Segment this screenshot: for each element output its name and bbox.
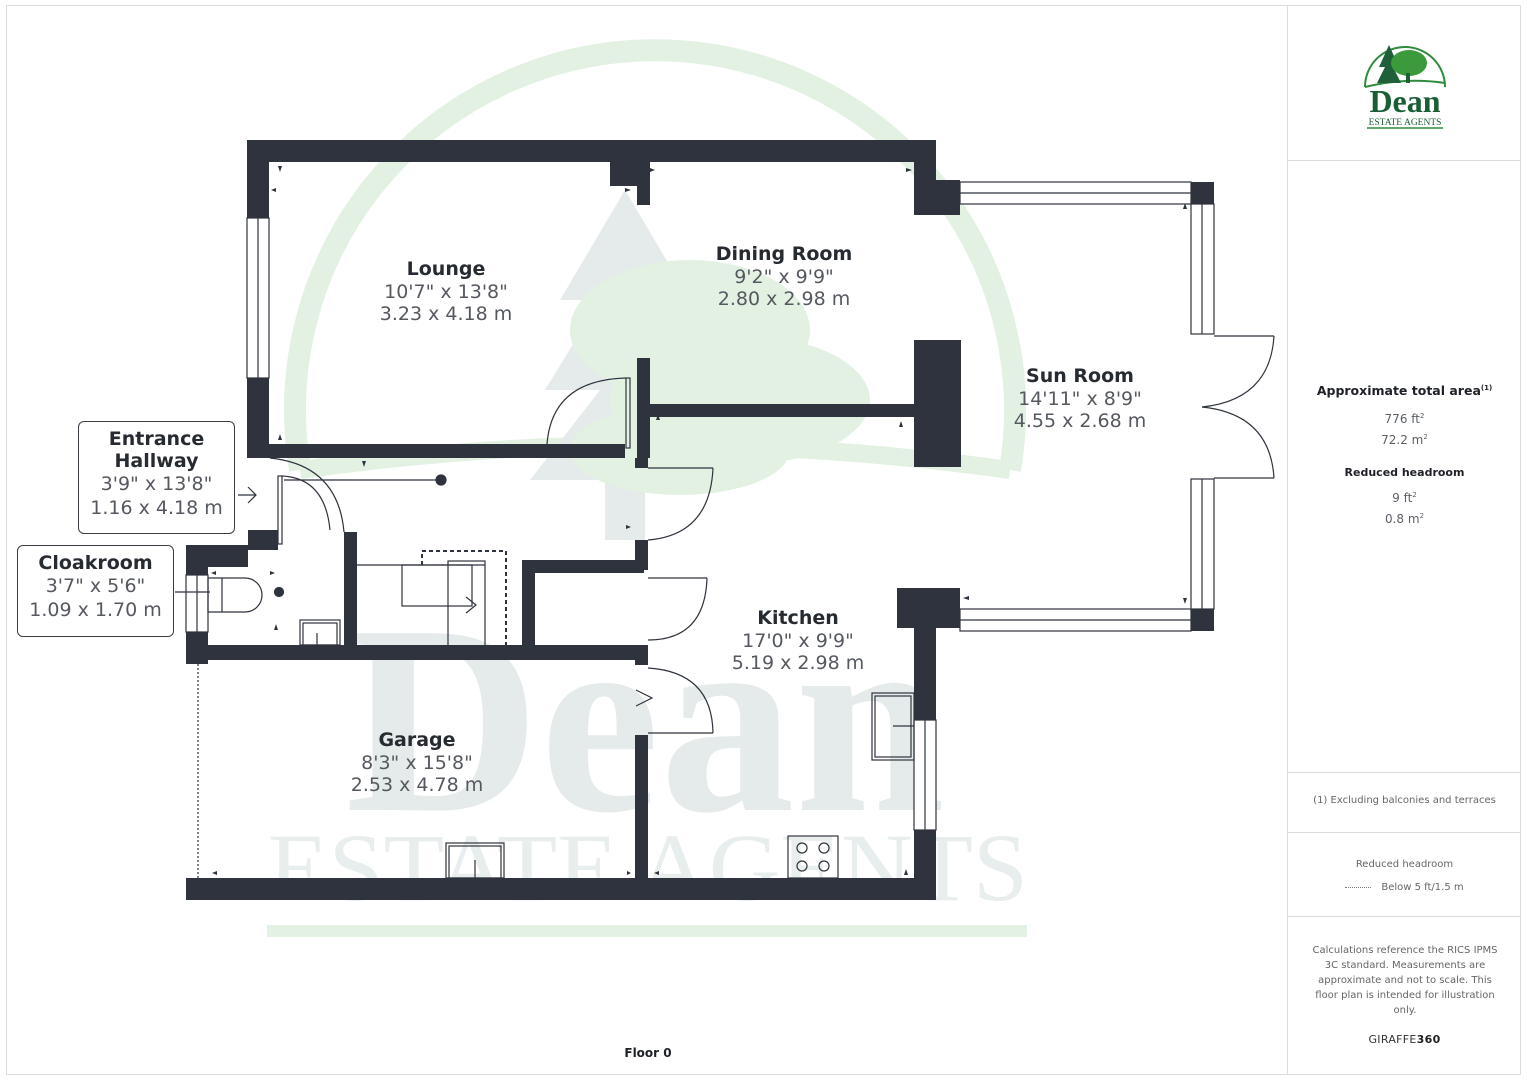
room-kitchen: Kitchen 17'0" x 9'9" 5.19 x 2.98 m xyxy=(698,607,898,674)
giraffe360-brand: GIRAFFE360 xyxy=(1368,1033,1441,1046)
reduced-headroom-ft: 9 ft2 xyxy=(1392,491,1417,505)
walls xyxy=(186,140,1214,900)
svg-text:Dean: Dean xyxy=(1369,83,1440,119)
room-dim-imperial: 8'3" x 15'8" xyxy=(361,752,473,774)
area-section: Approximate total area(1) 776 ft2 72.2 m… xyxy=(1288,161,1521,773)
room-dim-metric: 1.09 x 1.70 m xyxy=(29,599,162,621)
room-name-line1: Entrance xyxy=(108,428,205,450)
room-dim-metric: 1.16 x 4.18 m xyxy=(90,497,223,519)
page-frame xyxy=(6,5,1521,1075)
room-dim-imperial: 17'0" x 9'9" xyxy=(742,630,854,652)
total-area-title: Approximate total area(1) xyxy=(1316,383,1493,398)
room-name: Lounge xyxy=(406,258,486,280)
callout-cloakroom: Cloakroom 3'7" x 5'6" 1.09 x 1.70 m xyxy=(17,545,174,637)
room-dim-imperial: 3'7" x 5'6" xyxy=(45,575,146,597)
logo-section: Dean ESTATE AGENTS xyxy=(1288,5,1521,161)
room-dim-metric: 2.80 x 2.98 m xyxy=(717,288,851,310)
dotted-line-icon xyxy=(1345,887,1372,888)
room-dim-metric: 5.19 x 2.98 m xyxy=(731,652,865,674)
info-sidebar: Dean ESTATE AGENTS Approximate total are… xyxy=(1287,5,1521,1075)
room-dim-imperial: 9'2" x 9'9" xyxy=(734,266,834,288)
legend-section: Reduced headroom Below 5 ft/1.5 m xyxy=(1288,833,1521,917)
room-name: Sun Room xyxy=(1026,365,1134,387)
room-name: Cloakroom xyxy=(38,552,153,574)
room-dim-imperial: 10'7" x 13'8" xyxy=(384,281,508,303)
total-area-ft: 776 ft2 xyxy=(1384,412,1425,426)
footnote-section: (1) Excluding balconies and terraces xyxy=(1288,773,1521,833)
legend-item: Below 5 ft/1.5 m xyxy=(1288,882,1521,893)
room-dim-metric: 4.55 x 2.68 m xyxy=(1013,410,1147,432)
measurement-markers xyxy=(211,166,1187,875)
floor-label: Floor 0 xyxy=(624,1046,672,1060)
room-dim-metric: 3.23 x 4.18 m xyxy=(379,303,513,325)
fixtures xyxy=(175,474,915,879)
legend-title: Reduced headroom xyxy=(1355,859,1454,870)
doors xyxy=(238,335,1275,734)
room-dining: Dining Room 9'2" x 9'9" 2.80 x 2.98 m xyxy=(684,243,884,310)
footnote-text: (1) Excluding balconies and terraces xyxy=(1313,795,1496,806)
dean-logo-icon: Dean ESTATE AGENTS xyxy=(1364,45,1446,129)
room-dim-imperial: 14'11" x 8'9" xyxy=(1018,388,1142,410)
room-name: Garage xyxy=(378,729,456,751)
room-lounge: Lounge 10'7" x 13'8" 3.23 x 4.18 m xyxy=(346,258,546,325)
room-name: Dining Room xyxy=(715,243,853,265)
room-dim-metric: 2.53 x 4.78 m xyxy=(350,774,484,796)
room-garage: Garage 8'3" x 15'8" 2.53 x 4.78 m xyxy=(317,729,517,796)
room-sunroom: Sun Room 14'11" x 8'9" 4.55 x 2.68 m xyxy=(980,365,1180,432)
calculation-section: Calculations reference the RICS IPMS 3C … xyxy=(1288,917,1521,1075)
windows xyxy=(185,181,1215,831)
room-name: Kitchen xyxy=(757,607,839,629)
svg-text:ESTATE AGENTS: ESTATE AGENTS xyxy=(1369,118,1442,128)
room-name-line2: Hallway xyxy=(114,450,199,472)
calculation-note: Calculations reference the RICS IPMS 3C … xyxy=(1312,945,1498,1016)
reduced-headroom-m: 0.8 m2 xyxy=(1384,512,1425,526)
reduced-headroom-title: Reduced headroom xyxy=(1344,466,1465,479)
legend-item-label: Below 5 ft/1.5 m xyxy=(1381,882,1464,893)
callout-entrance-hallway: Entrance Hallway 3'9" x 13'8" 1.16 x 4.1… xyxy=(78,421,235,534)
total-area-m: 72.2 m2 xyxy=(1381,433,1428,447)
room-dim-imperial: 3'9" x 13'8" xyxy=(100,473,213,495)
